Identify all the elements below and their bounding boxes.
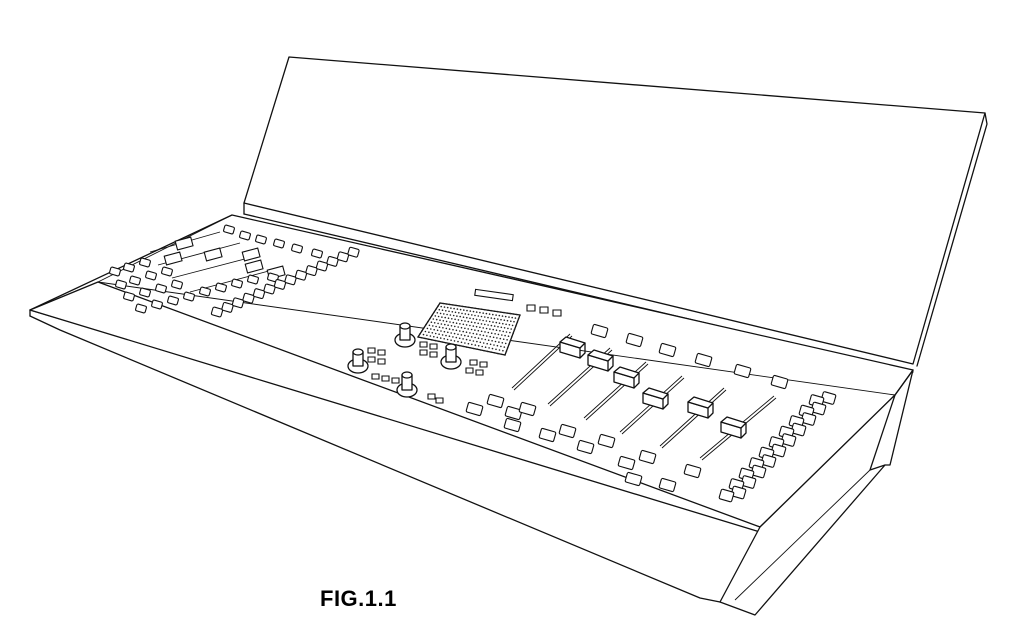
left-fader-cap-2 xyxy=(164,252,182,265)
left-button xyxy=(199,287,211,296)
channel-fader-section xyxy=(512,334,776,460)
channel-button xyxy=(598,434,615,448)
channel-button xyxy=(519,402,536,416)
right-strip-button xyxy=(761,454,776,467)
left-button xyxy=(291,244,303,253)
knob-1 xyxy=(348,349,368,373)
left-button xyxy=(139,288,151,297)
left-button xyxy=(231,279,243,288)
knob-2 xyxy=(395,323,415,347)
knob-section xyxy=(348,323,487,403)
left-fader-cap-3 xyxy=(204,248,222,261)
right-strip-button xyxy=(741,475,756,488)
channel-button xyxy=(734,364,751,378)
left-button xyxy=(151,300,163,309)
right-strip-button xyxy=(791,423,806,436)
figure-label: FIG.1.1 xyxy=(320,586,397,611)
channel-button xyxy=(695,353,712,367)
left-button xyxy=(255,235,267,244)
right-strip-button xyxy=(781,433,796,446)
left-row-button xyxy=(306,265,318,275)
right-strip-button xyxy=(751,465,766,478)
channel-button xyxy=(639,450,656,464)
left-button xyxy=(267,273,279,282)
left-button xyxy=(183,292,195,301)
knob-4 xyxy=(397,372,417,397)
right-strip-button xyxy=(719,489,734,502)
left-row-button xyxy=(211,307,223,317)
left-button xyxy=(135,304,147,313)
left-row-button xyxy=(348,247,360,257)
left-button xyxy=(171,280,183,289)
left-row-button xyxy=(253,288,265,298)
channel-fader-cap xyxy=(560,337,585,358)
left-button xyxy=(239,231,251,240)
left-button xyxy=(139,258,151,267)
left-button xyxy=(311,249,323,258)
left-button xyxy=(247,275,259,284)
knob-3 xyxy=(441,344,461,369)
left-row-button xyxy=(243,293,255,303)
left-row-button xyxy=(264,284,276,294)
left-row-button xyxy=(285,275,297,285)
channel-button xyxy=(659,478,676,492)
right-strip-button xyxy=(821,391,836,404)
left-button xyxy=(273,239,285,248)
channel-fader-cap xyxy=(643,388,668,409)
right-strip-button xyxy=(731,486,746,499)
channel-button xyxy=(505,406,522,420)
channel-button xyxy=(684,464,701,478)
channel-fader-cap xyxy=(721,417,746,438)
left-button xyxy=(109,267,121,276)
left-row-button xyxy=(337,252,349,262)
channel-fader-cap xyxy=(614,367,639,388)
left-button xyxy=(145,271,157,280)
left-button xyxy=(123,263,135,272)
channel-button xyxy=(487,394,504,408)
right-strip-button xyxy=(771,444,786,457)
channel-button xyxy=(539,428,556,442)
left-row-button xyxy=(232,298,244,308)
channel-button xyxy=(626,333,643,347)
left-button xyxy=(155,284,167,293)
channel-button xyxy=(618,456,635,470)
left-row-button xyxy=(222,302,234,312)
left-button-grid xyxy=(109,225,323,313)
right-strip-button xyxy=(801,412,816,425)
left-fader-cap-4 xyxy=(242,248,260,261)
left-row-button xyxy=(327,256,339,266)
left-button xyxy=(215,283,227,292)
channel-fader-cap xyxy=(588,350,613,371)
left-fader-cap-1 xyxy=(175,237,193,250)
left-row-button xyxy=(295,270,307,280)
speaker-grille xyxy=(417,289,561,356)
left-button xyxy=(115,280,127,289)
channel-button xyxy=(577,440,594,454)
left-button xyxy=(167,296,179,305)
channel-button xyxy=(466,402,483,416)
channel-button xyxy=(504,418,521,432)
left-button xyxy=(161,267,173,276)
left-row-button xyxy=(274,279,286,289)
left-button xyxy=(223,225,235,234)
channel-button xyxy=(771,375,788,389)
right-strip-button xyxy=(811,402,826,415)
left-fader-cap-5 xyxy=(245,260,263,273)
channel-button xyxy=(659,343,676,357)
display-slot xyxy=(475,289,513,300)
channel-fader-cap xyxy=(688,397,713,418)
left-button-row xyxy=(211,247,359,317)
left-button xyxy=(123,292,135,301)
channel-button-grid xyxy=(466,324,788,492)
left-button xyxy=(129,276,141,285)
right-button-strip xyxy=(719,391,836,502)
left-row-button xyxy=(316,261,328,271)
channel-button xyxy=(559,424,576,438)
channel-button xyxy=(591,324,608,338)
channel-button xyxy=(625,472,642,486)
